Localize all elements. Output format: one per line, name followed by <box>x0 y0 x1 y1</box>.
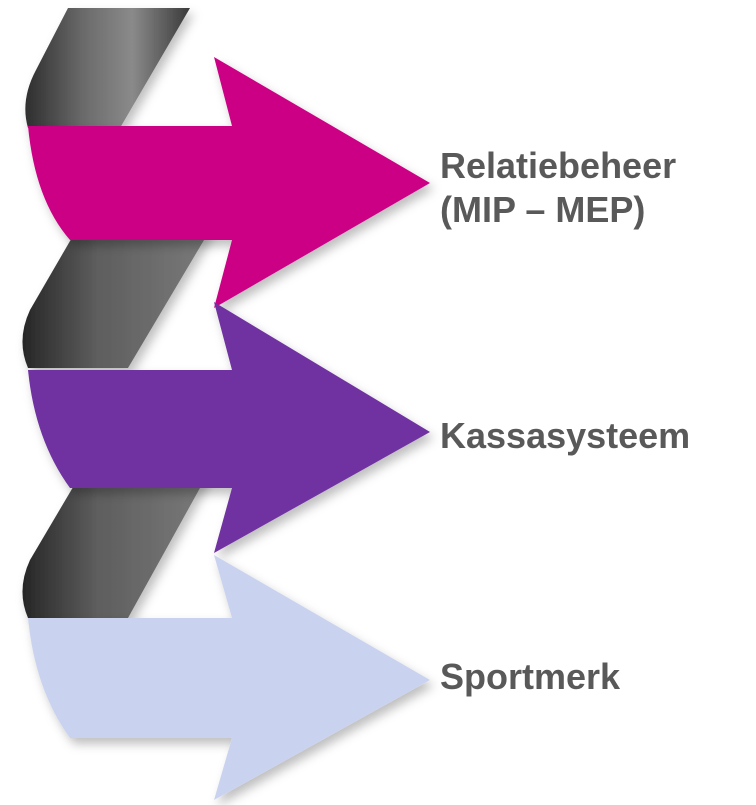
label-sportmerk-line1: Sportmerk <box>440 656 621 697</box>
arrow-sportmerk <box>28 555 430 800</box>
label-kassasysteem: Kassasysteem <box>440 414 690 458</box>
ribbon-segment-middle-2 <box>22 455 211 618</box>
arrow-kassasysteem <box>28 302 430 553</box>
label-relatiebeheer-line1: Relatiebeheer <box>440 145 677 186</box>
ribbon-segment-top <box>25 8 191 128</box>
label-relatiebeheer-line2: (MIP – MEP) <box>440 189 646 230</box>
label-kassasysteem-line1: Kassasysteem <box>440 415 691 456</box>
label-sportmerk: Sportmerk <box>440 655 620 699</box>
ribbon-segment-middle-1 <box>22 210 211 368</box>
arrow-relatiebeheer <box>28 57 430 308</box>
label-relatiebeheer: Relatiebeheer (MIP – MEP) <box>440 144 676 232</box>
